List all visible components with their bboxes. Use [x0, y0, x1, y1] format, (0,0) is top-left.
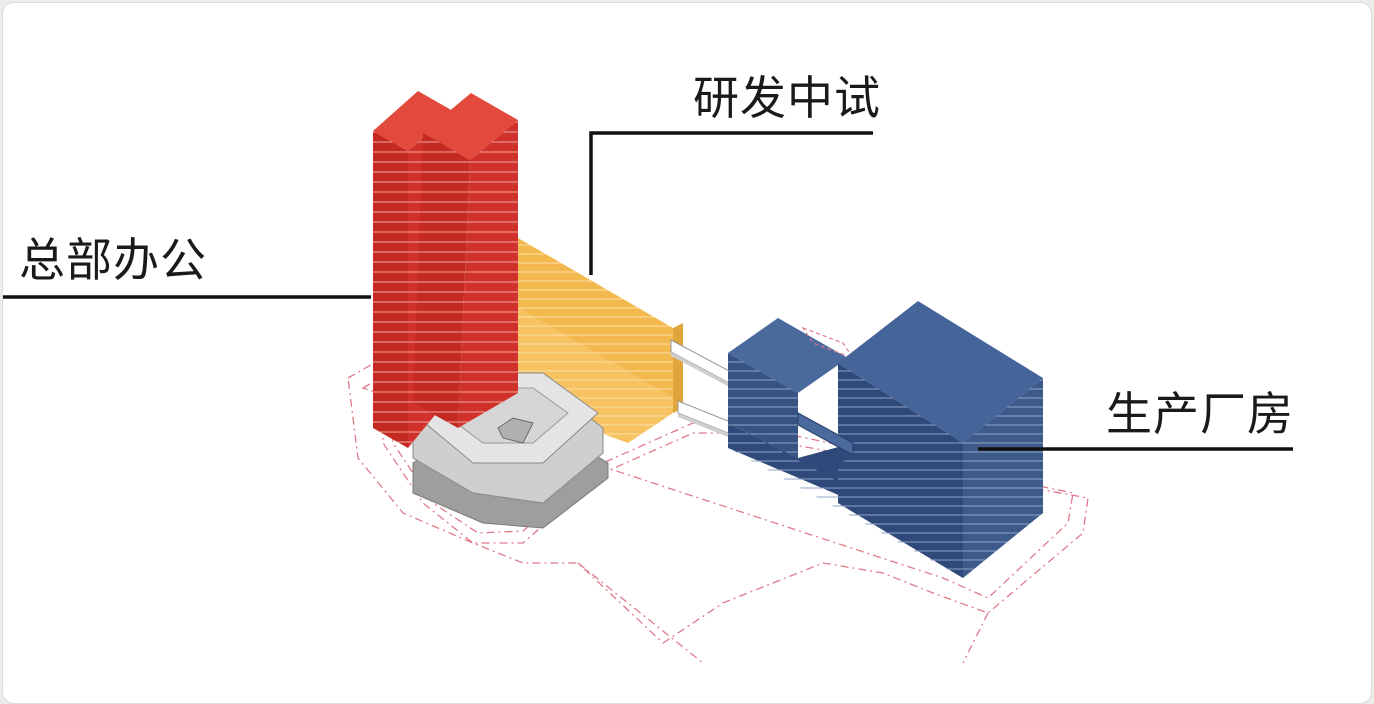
label-headquarters: 总部办公 [19, 233, 207, 287]
label-rnd: 研发中试 [693, 71, 881, 125]
factory-building [728, 301, 1043, 578]
leader-line-rnd [589, 131, 873, 275]
site-boundary [347, 356, 1089, 663]
label-factory: 生产厂房 [1106, 387, 1294, 441]
headquarters-towers [373, 91, 518, 448]
massing-diagram [3, 91, 1293, 663]
leader-lines [3, 131, 1293, 451]
bridges [670, 339, 734, 439]
